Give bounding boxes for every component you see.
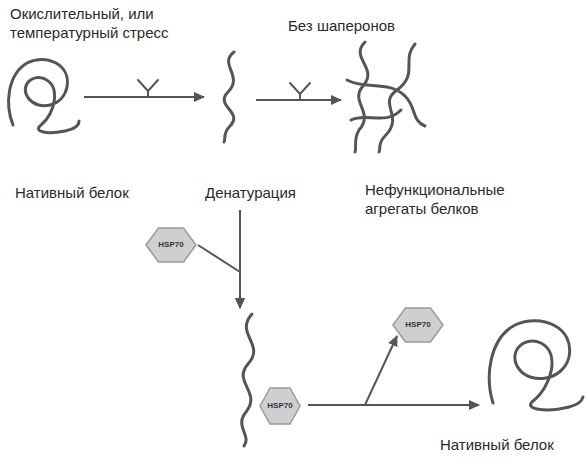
reaction-arrow: [256, 99, 341, 101]
hsp70-label: HSP70: [260, 388, 300, 424]
protein-strand: [355, 42, 368, 152]
protein-chain: [345, 40, 425, 152]
protein-state: Нативный белок: [5, 55, 80, 137]
hexagon: [260, 388, 300, 424]
protein-chain: [210, 50, 250, 142]
protein-strand: [242, 314, 254, 446]
reaction-arrow: [198, 245, 240, 308]
state-caption: Нефункциональные агрегаты белков: [365, 180, 545, 218]
protein-strand: [489, 321, 583, 410]
hsp70-hexagon: HSP70: [393, 308, 443, 342]
protein-hsp70-complex: HSP70: [222, 312, 304, 447]
reaction-arrow: [84, 96, 204, 98]
protein-state: Нативный белок: [485, 315, 585, 415]
branch-tick: [290, 83, 310, 100]
protein-strand: [9, 59, 79, 132]
protein-strand: [379, 44, 415, 152]
hexagon: [146, 228, 196, 262]
hsp70-label: HSP70: [146, 228, 196, 262]
protein-chain: [485, 315, 585, 415]
reaction-arrow: [308, 336, 397, 405]
note-label: Окислительный, или температурный стресс: [10, 4, 210, 42]
hexagon: [393, 308, 443, 342]
state-caption: Денатурация: [205, 183, 296, 202]
hsp70-hexagon: HSP70: [146, 228, 196, 262]
protein-state: Нефункциональные агрегаты белков: [345, 40, 425, 152]
protein-chain: [222, 312, 304, 447]
branch-tick: [138, 80, 158, 97]
hsp70-label: HSP70: [393, 308, 443, 342]
protein-strand: [347, 80, 425, 126]
protein-strand: [224, 52, 234, 142]
note-label: Без шаперонов: [288, 16, 395, 35]
state-caption: Нативный белок: [440, 435, 554, 454]
protein-chain: [5, 55, 80, 137]
state-caption: Нативный белок: [15, 183, 129, 202]
protein-strand: [351, 110, 401, 120]
protein-state: Денатурация: [210, 50, 250, 142]
